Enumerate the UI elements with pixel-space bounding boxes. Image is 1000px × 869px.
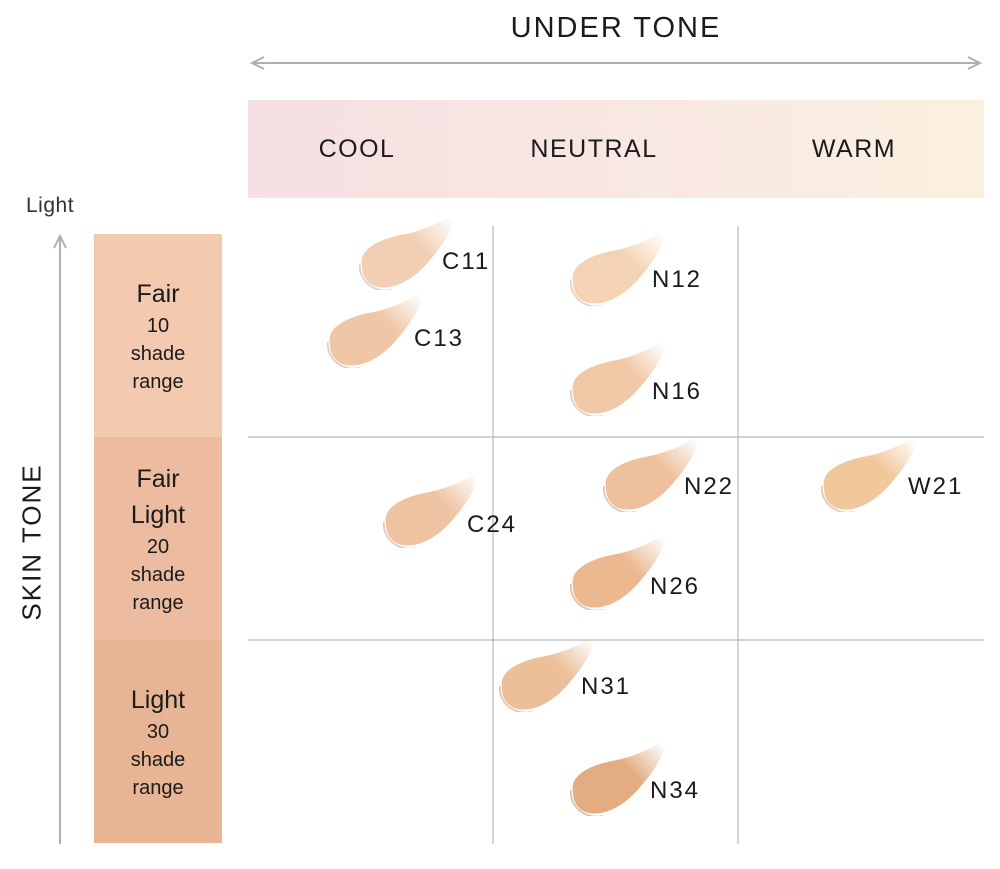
shade-label-c11: C11 [442,248,491,275]
swatch-c24[interactable] [376,468,506,548]
row-number: 10 [146,314,170,337]
shade-grid [248,226,984,844]
shade-label-c13: C13 [414,325,465,352]
shade-label-n31: N31 [581,673,632,700]
under-tone-title: UNDER TONE [510,12,722,44]
row-name: Light [130,685,186,714]
row-sub-label: shade [130,748,186,771]
shade-label-w21: W21 [908,473,964,500]
row-name: Fair Light [130,464,186,529]
row-number: 20 [146,535,170,558]
row-sub-label: shade [130,342,186,365]
shade-label-n26: N26 [650,573,701,600]
swatch-n12[interactable] [563,226,693,306]
swatch-w21[interactable] [814,432,944,512]
shade-label-n16: N16 [652,378,703,405]
light-axis-label: Light [26,194,75,217]
row-label-fair: Fair 10 shade range [94,234,222,437]
row-label-fair-light: Fair Light 20 shade range [94,437,222,640]
shade-label-c24: C24 [467,511,518,538]
column-label-warm: WARM [811,135,897,163]
swatch-n22[interactable] [596,432,726,512]
swatch-n31[interactable] [492,632,622,712]
skin-tone-title: SKIN TONE [16,463,47,621]
row-name: Fair [136,279,180,308]
swatch-n26[interactable] [563,530,693,610]
swatch-n16[interactable] [563,336,693,416]
row-label-light: Light 30 shade range [94,640,222,843]
under-tone-arrow [249,56,983,70]
column-label-neutral: NEUTRAL [530,135,658,163]
skin-tone-arrow [53,233,67,844]
swatch-c13[interactable] [320,288,450,368]
shade-label-n12: N12 [652,266,703,293]
row-sub-label: range [132,591,184,614]
row-sub-label: range [132,370,184,393]
swatch-n34[interactable] [563,736,693,816]
swatch-c11[interactable] [352,210,482,290]
undertone-header-band [248,100,984,198]
row-sub-label: range [132,776,184,799]
shade-label-n22: N22 [684,473,735,500]
row-sub-label: shade [130,563,186,586]
row-number: 30 [146,720,170,743]
column-label-cool: COOL [318,135,396,163]
shade-label-n34: N34 [650,777,701,804]
